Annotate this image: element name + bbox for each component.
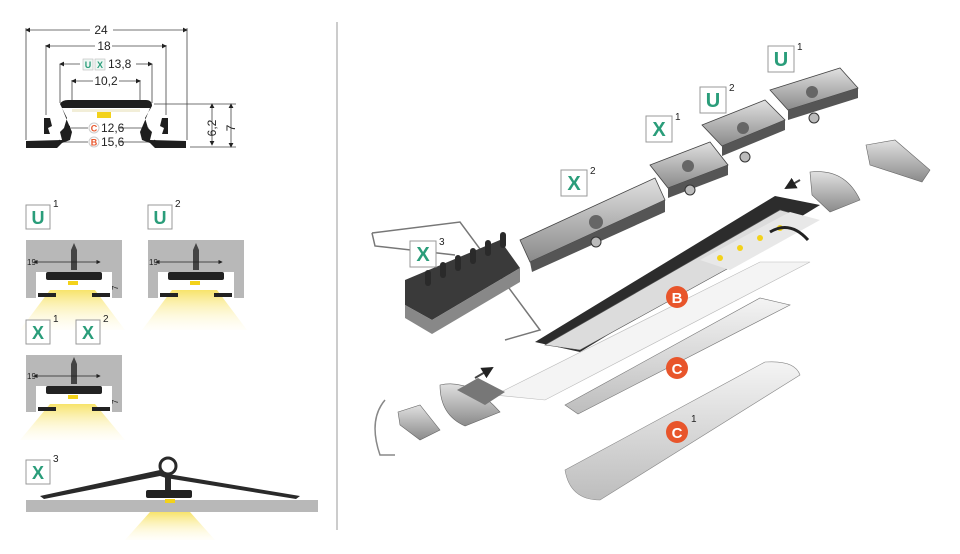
badge-x2: X [82, 323, 94, 343]
dim-7-x: 7 [111, 399, 120, 404]
badge-x3: X [32, 463, 44, 483]
sup-u2: 2 [175, 199, 181, 210]
badge-u-small: U [85, 60, 92, 70]
mount-u2: U 2 19 [142, 199, 247, 330]
badge-b-exploded: B [672, 290, 683, 307]
badge-c1-exploded: C [672, 425, 683, 442]
mount-u1: U 1 19 7 [20, 199, 125, 330]
sup-c1: 1 [691, 414, 697, 425]
dim-height-inner: 6,2 [205, 119, 219, 136]
badge-x-small: X [97, 60, 103, 70]
mount-x3: X 3 [25, 454, 318, 540]
svg-text:19: 19 [149, 258, 158, 267]
profile-shape [26, 100, 186, 148]
dim-overall-width: 24 [94, 23, 108, 37]
dim-19-u1: 19 [27, 258, 36, 267]
sup-u2-exploded: 2 [729, 83, 735, 94]
sup-x1-exploded: 1 [675, 112, 681, 123]
sup-u1-exploded: 1 [797, 42, 803, 53]
dim-ux-width: 13,8 [108, 57, 132, 71]
sup-x2: 2 [103, 314, 109, 325]
cross-section: 24 18 U X 13,8 10,2 C 12,6 B 15,6 6,2 7 [25, 23, 238, 149]
dim-top-width: 10,2 [94, 74, 118, 88]
badge-u1-exploded: U [774, 49, 788, 71]
dim-b-width: 15,6 [101, 135, 125, 149]
dim-height-total: 7 [224, 124, 238, 131]
badge-u2: U [154, 208, 167, 228]
dim-inner-width: 18 [97, 39, 111, 53]
exploded-view: B C C 1 [371, 42, 931, 501]
badge-u2-exploded: U [706, 90, 720, 112]
badge-x3-exploded: X [416, 244, 430, 266]
sup-x2-exploded: 2 [590, 166, 596, 177]
mount-x1-x2: X 1 X 2 19 7 [20, 314, 125, 440]
badge-x1: X [32, 323, 44, 343]
dim-7-u1: 7 [111, 285, 120, 290]
badge-b-small: B [91, 138, 98, 148]
dim-c-width: 12,6 [101, 121, 125, 135]
sup-u1: 1 [53, 199, 59, 210]
badge-c-small: C [91, 124, 98, 134]
led-chip [97, 112, 111, 118]
dim-19-x: 19 [27, 372, 36, 381]
badge-u1: U [32, 208, 45, 228]
sup-x3-exploded: 3 [439, 237, 445, 248]
sup-x1: 1 [53, 314, 59, 325]
badge-c-exploded: C [672, 361, 683, 378]
sup-x3: 3 [53, 454, 59, 465]
badge-x2-exploded: X [567, 173, 581, 195]
badge-x1-exploded: X [652, 119, 666, 141]
